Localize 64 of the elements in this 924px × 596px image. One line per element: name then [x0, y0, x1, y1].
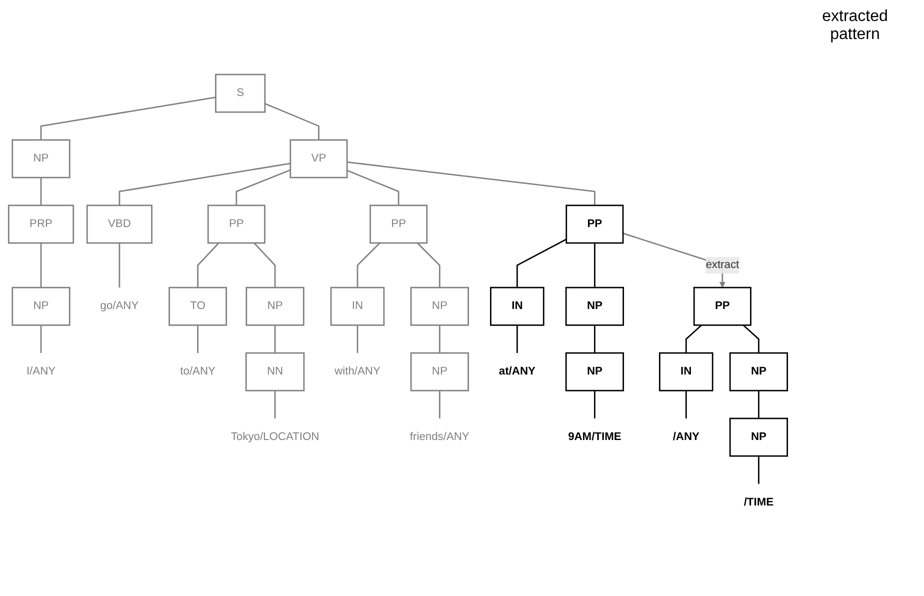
node-box: S [215, 74, 266, 113]
node-box: NP [12, 139, 70, 178]
connector [197, 325, 198, 353]
node-box: TO [168, 286, 228, 326]
node-box: NP [410, 286, 469, 326]
node-box: PP [370, 204, 428, 244]
connector [594, 243, 596, 288]
node-box: NP [246, 286, 304, 326]
edge-label: extract [706, 259, 740, 271]
node-text: to/ANY [180, 366, 216, 378]
note-text: extracted pattern [821, 8, 889, 44]
connector [346, 170, 400, 206]
node-box: NP [729, 418, 788, 457]
connector [516, 238, 567, 288]
connector [356, 325, 358, 353]
node-text: /ANY [672, 430, 700, 443]
connector [594, 390, 596, 418]
node-box: NP [565, 286, 624, 326]
connector [685, 390, 687, 418]
connector [594, 325, 596, 353]
node-box: IN [490, 286, 544, 326]
node-box: NP [410, 352, 469, 392]
node-text: friends/ANY [410, 430, 470, 443]
connector [118, 162, 291, 206]
node-box: PP [693, 286, 752, 326]
node-text: 9AM/TIME [568, 430, 622, 443]
connector [742, 324, 760, 353]
connector [685, 324, 702, 353]
node-text: go/ANY [100, 300, 139, 312]
connector [236, 169, 291, 206]
connector [758, 390, 760, 418]
connector [516, 325, 518, 353]
connector [438, 325, 440, 353]
node-text: with/ANY [334, 366, 380, 378]
connector [416, 242, 440, 288]
node-text: Tokyo/LOCATION [230, 430, 320, 443]
connector [356, 242, 380, 288]
node-box: NP [565, 352, 624, 392]
node-box: VBD [86, 204, 152, 244]
node-box: NP [12, 286, 70, 326]
node-text: at/ANY [498, 366, 536, 378]
node-box: IN [658, 352, 714, 392]
connector [40, 178, 42, 206]
connector [438, 390, 440, 418]
node-box: PP [207, 204, 266, 244]
connector [264, 102, 320, 140]
node-box: VP [290, 139, 348, 178]
node-box: NN [245, 352, 305, 392]
connector [197, 242, 220, 288]
connector [40, 96, 216, 140]
connector [40, 325, 42, 353]
node-box: IN [330, 286, 385, 326]
node-text: I/ANY [26, 366, 56, 378]
connector [254, 242, 276, 288]
node-box: PRP [8, 204, 74, 244]
connector [758, 456, 760, 484]
connector [274, 390, 276, 418]
connector [40, 243, 42, 288]
node-box: NP [729, 352, 788, 392]
node-text: /TIME [744, 496, 774, 508]
connector [346, 161, 596, 206]
connector [118, 243, 120, 288]
node-box: PP [566, 204, 624, 244]
connector [274, 325, 276, 353]
